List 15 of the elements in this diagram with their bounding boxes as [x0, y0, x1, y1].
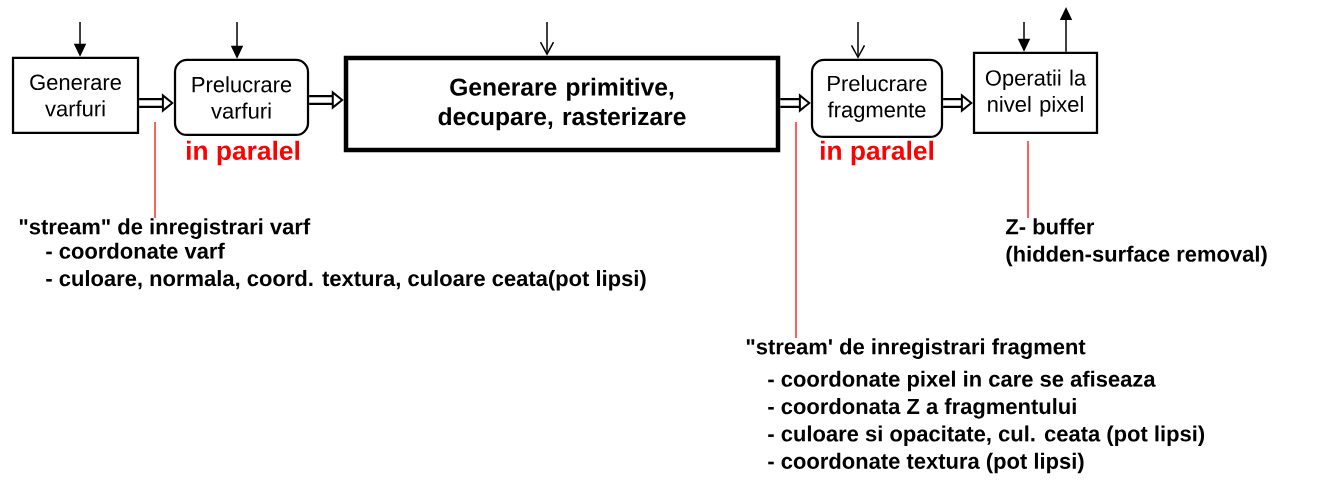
process-box: Generare varfuri — [11, 56, 140, 135]
note-text: "stream" de inregistrari varf - coordonate varf - culoare, normala, coord. textura, culoare ceata(pot lipsi) — [19, 218, 646, 291]
annotation-text: in paralel — [821, 140, 933, 166]
leader-line — [795, 121, 797, 339]
arrow — [850, 21, 866, 59]
arrow — [539, 21, 555, 56]
process-box: Operatii la nivel pixel — [972, 51, 1099, 135]
leader-line — [1027, 140, 1029, 219]
process-box: Prelucrare fragmente — [810, 58, 944, 139]
process-box: Prelucrare varfuri — [173, 58, 310, 137]
leader-line — [154, 121, 156, 219]
note-text: Z- buffer (hidden-surface removal) — [1006, 218, 1267, 267]
annotation-text: in paralel — [187, 140, 299, 166]
process-box: Generare primitive, decupare, rasterizare — [343, 55, 781, 153]
note-text: "stream' de inregistrari fragment - coordonate pixel in care se afiseaza - coordonata Z a fragmentului - culoare si opacitate, cul. ceata (pot lipsi) - coordonate textura (pot lipsi) — [746, 338, 1205, 474]
